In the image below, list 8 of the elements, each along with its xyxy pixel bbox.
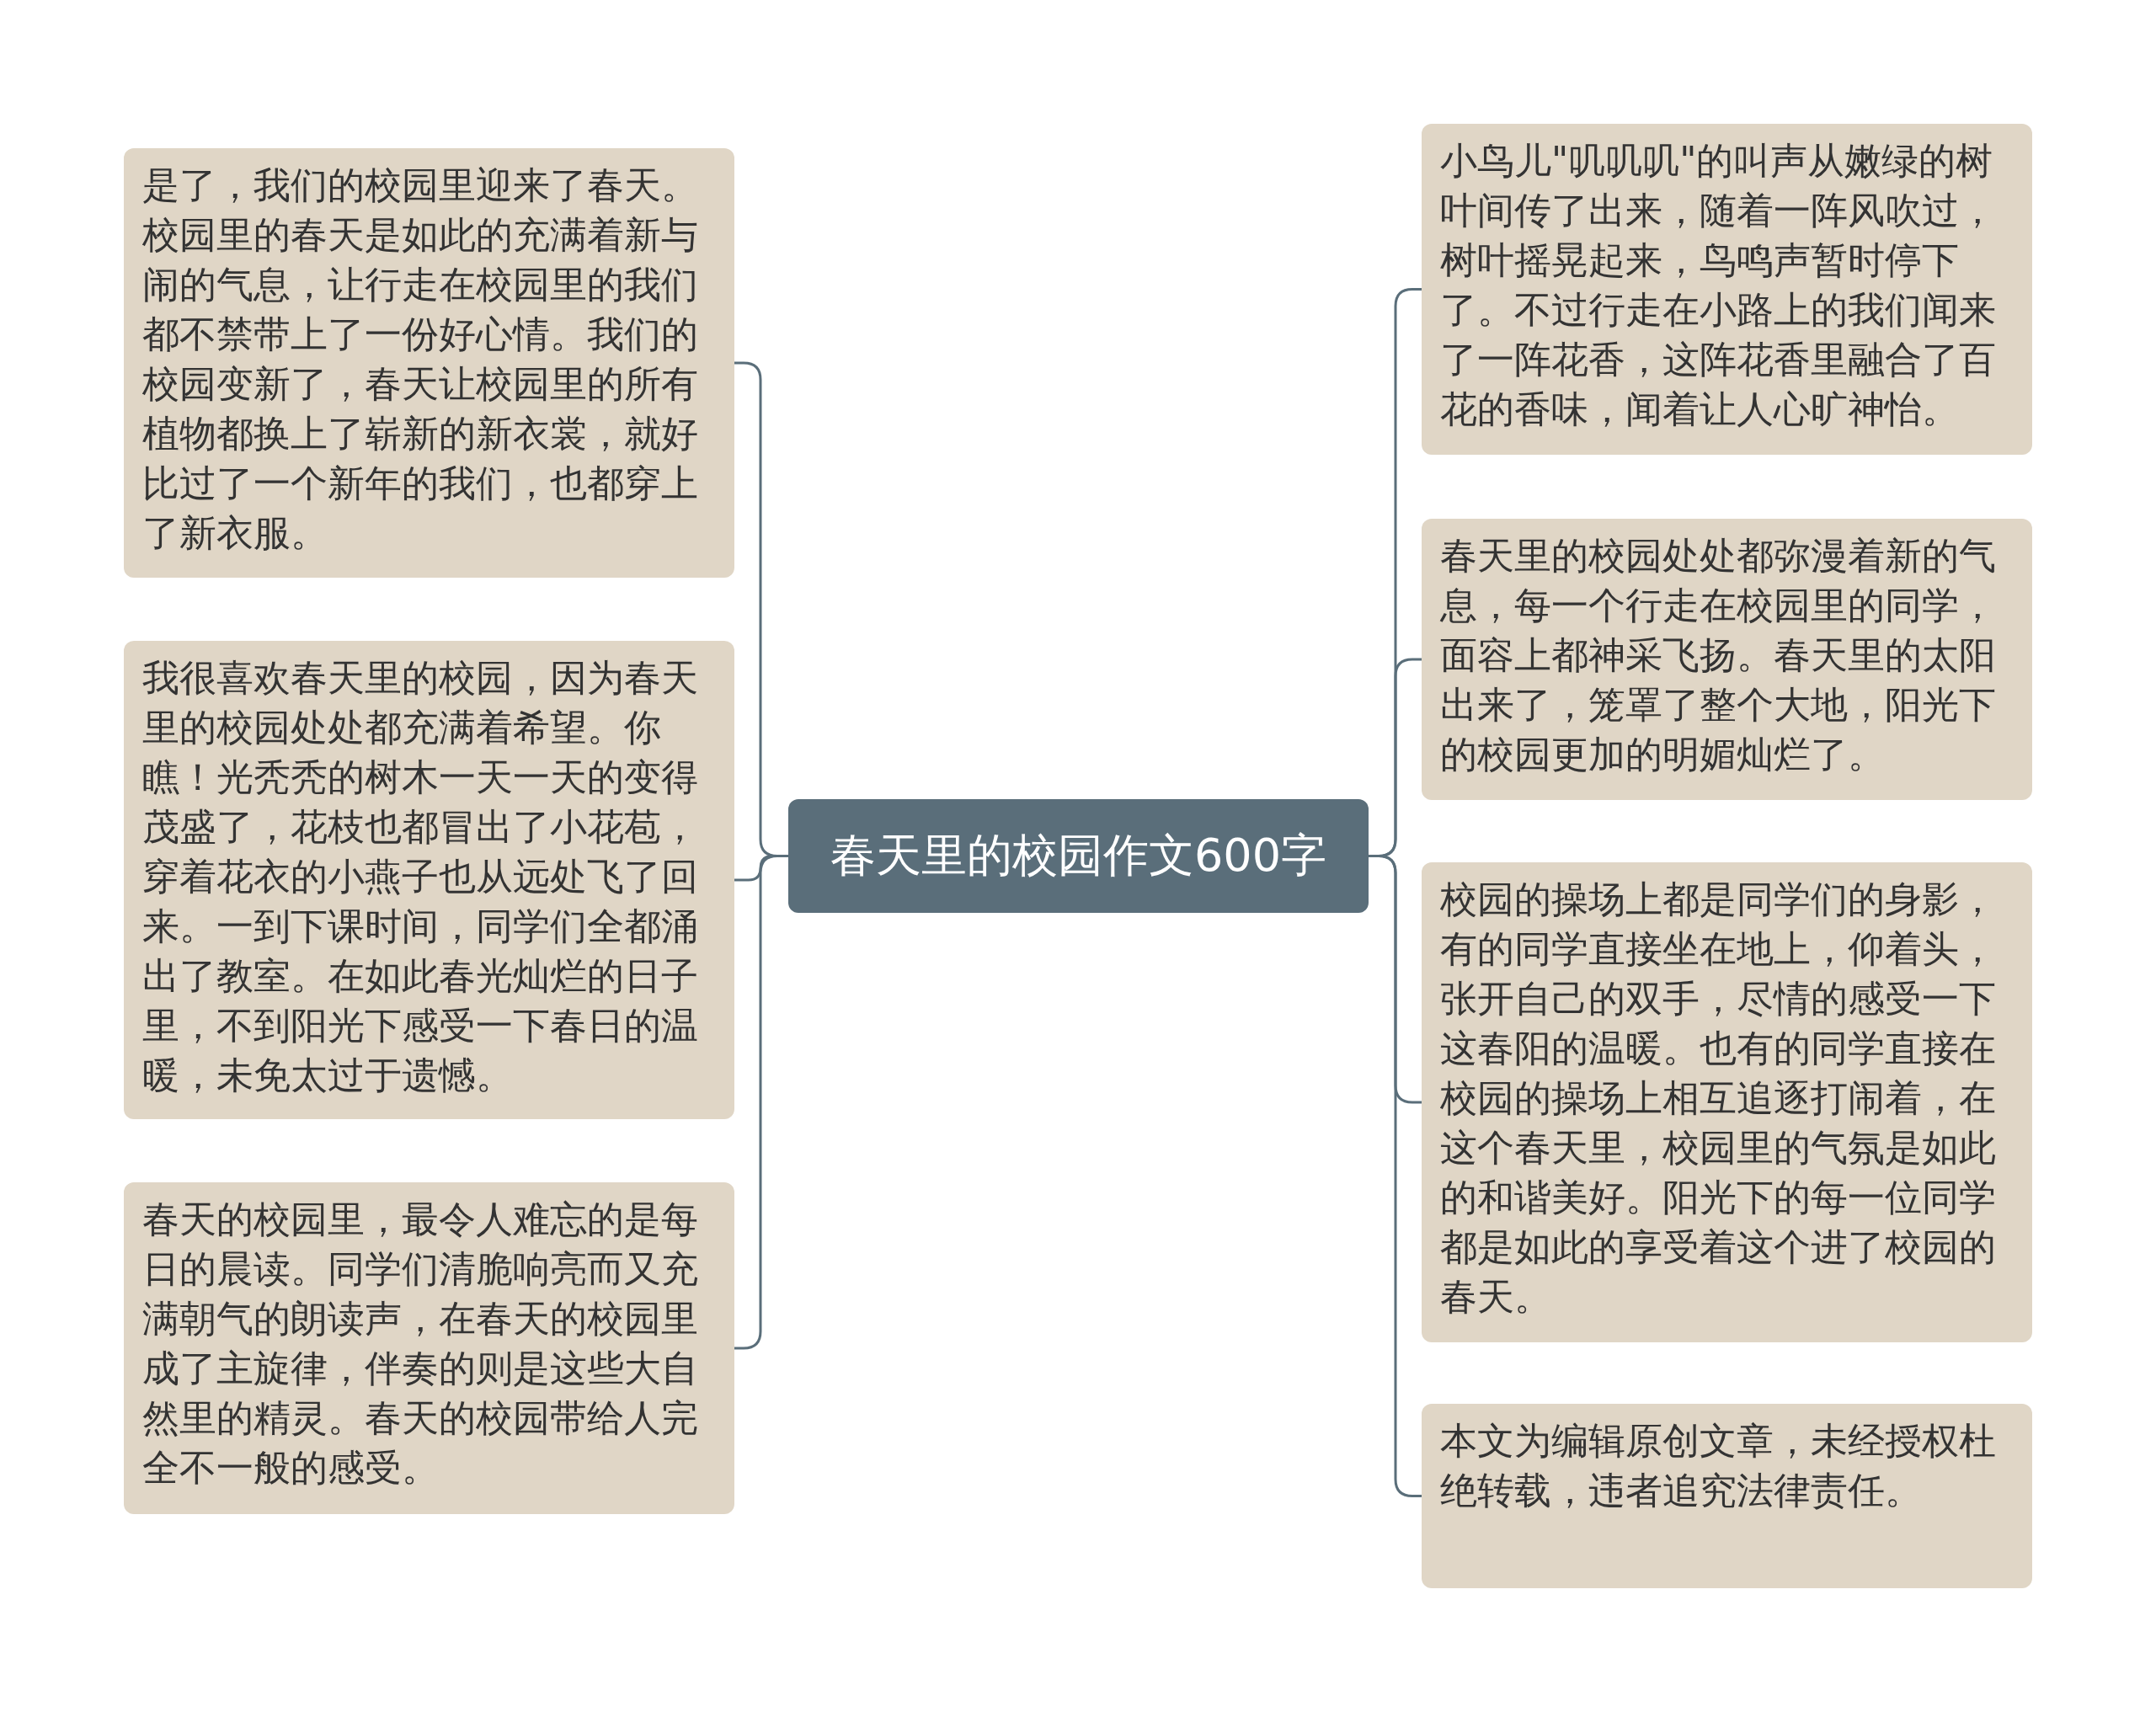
text-box: 小鸟儿"叽叽叽"的叫声从嫩绿的树叶间传了出来，随着一阵风吹过，树叶摇晃起来，鸟鸣声暂时停下了。不过行走在小路上的我们闻来了一阵花香，这阵花香里融合了百花的香味，闻着让人心旷神怡。 [1422, 124, 2032, 455]
text-box: 是了，我们的校园里迎来了春天。校园里的春天是如此的充满着新与闹的气息，让行走在校园里的我们都不禁带上了一份好心情。我们的校园变新了，春天让校园里的所有植物都换上了崭新的新衣裳，就好比过了一个新年的我们，也都穿上了新衣服。 [124, 148, 734, 578]
text-box: 校园的操场上都是同学们的身影，有的同学直接坐在地上，仰着头，张开自己的双手，尽情的感受一下这春阳的温暖。也有的同学直接在校园的操场上相互追逐打闹着，在这个春天里，校园里的气氛是如此的和谐美好。阳光下的每一位同学都是如此的享受着这个进了校园的春天。 [1422, 862, 2032, 1342]
text-box: 本文为编辑原创文章，未经授权杜绝转载，违者追究法律责任。 [1422, 1404, 2032, 1588]
text-box: 春天的校园里，最令人难忘的是每日的晨读。同学们清脆响亮而又充满朝气的朗读声，在春天的校园里成了主旋律，伴奏的则是这些大自然里的精灵。春天的校园带给人完全不一般的感受。 [124, 1182, 734, 1514]
text-box: 春天里的校园处处都弥漫着新的气息，每一个行走在校园里的同学，面容上都神采飞扬。春天里的太阳出来了，笼罩了整个大地，阳光下的校园更加的明媚灿烂了。 [1422, 519, 2032, 800]
topic-box: 春天里的校园作文600字 [788, 799, 1369, 913]
text-box: 我很喜欢春天里的校园，因为春天里的校园处处都充满着希望。你瞧！光秃秃的树木一天一天的变得茂盛了，花枝也都冒出了小花苞，穿着花衣的小燕子也从远处飞了回来。一到下课时间，同学们全都涌出了教室。在如此春光灿烂的日子里，不到阳光下感受一下春日的温暖，未免太过于遗憾。 [124, 641, 734, 1119]
